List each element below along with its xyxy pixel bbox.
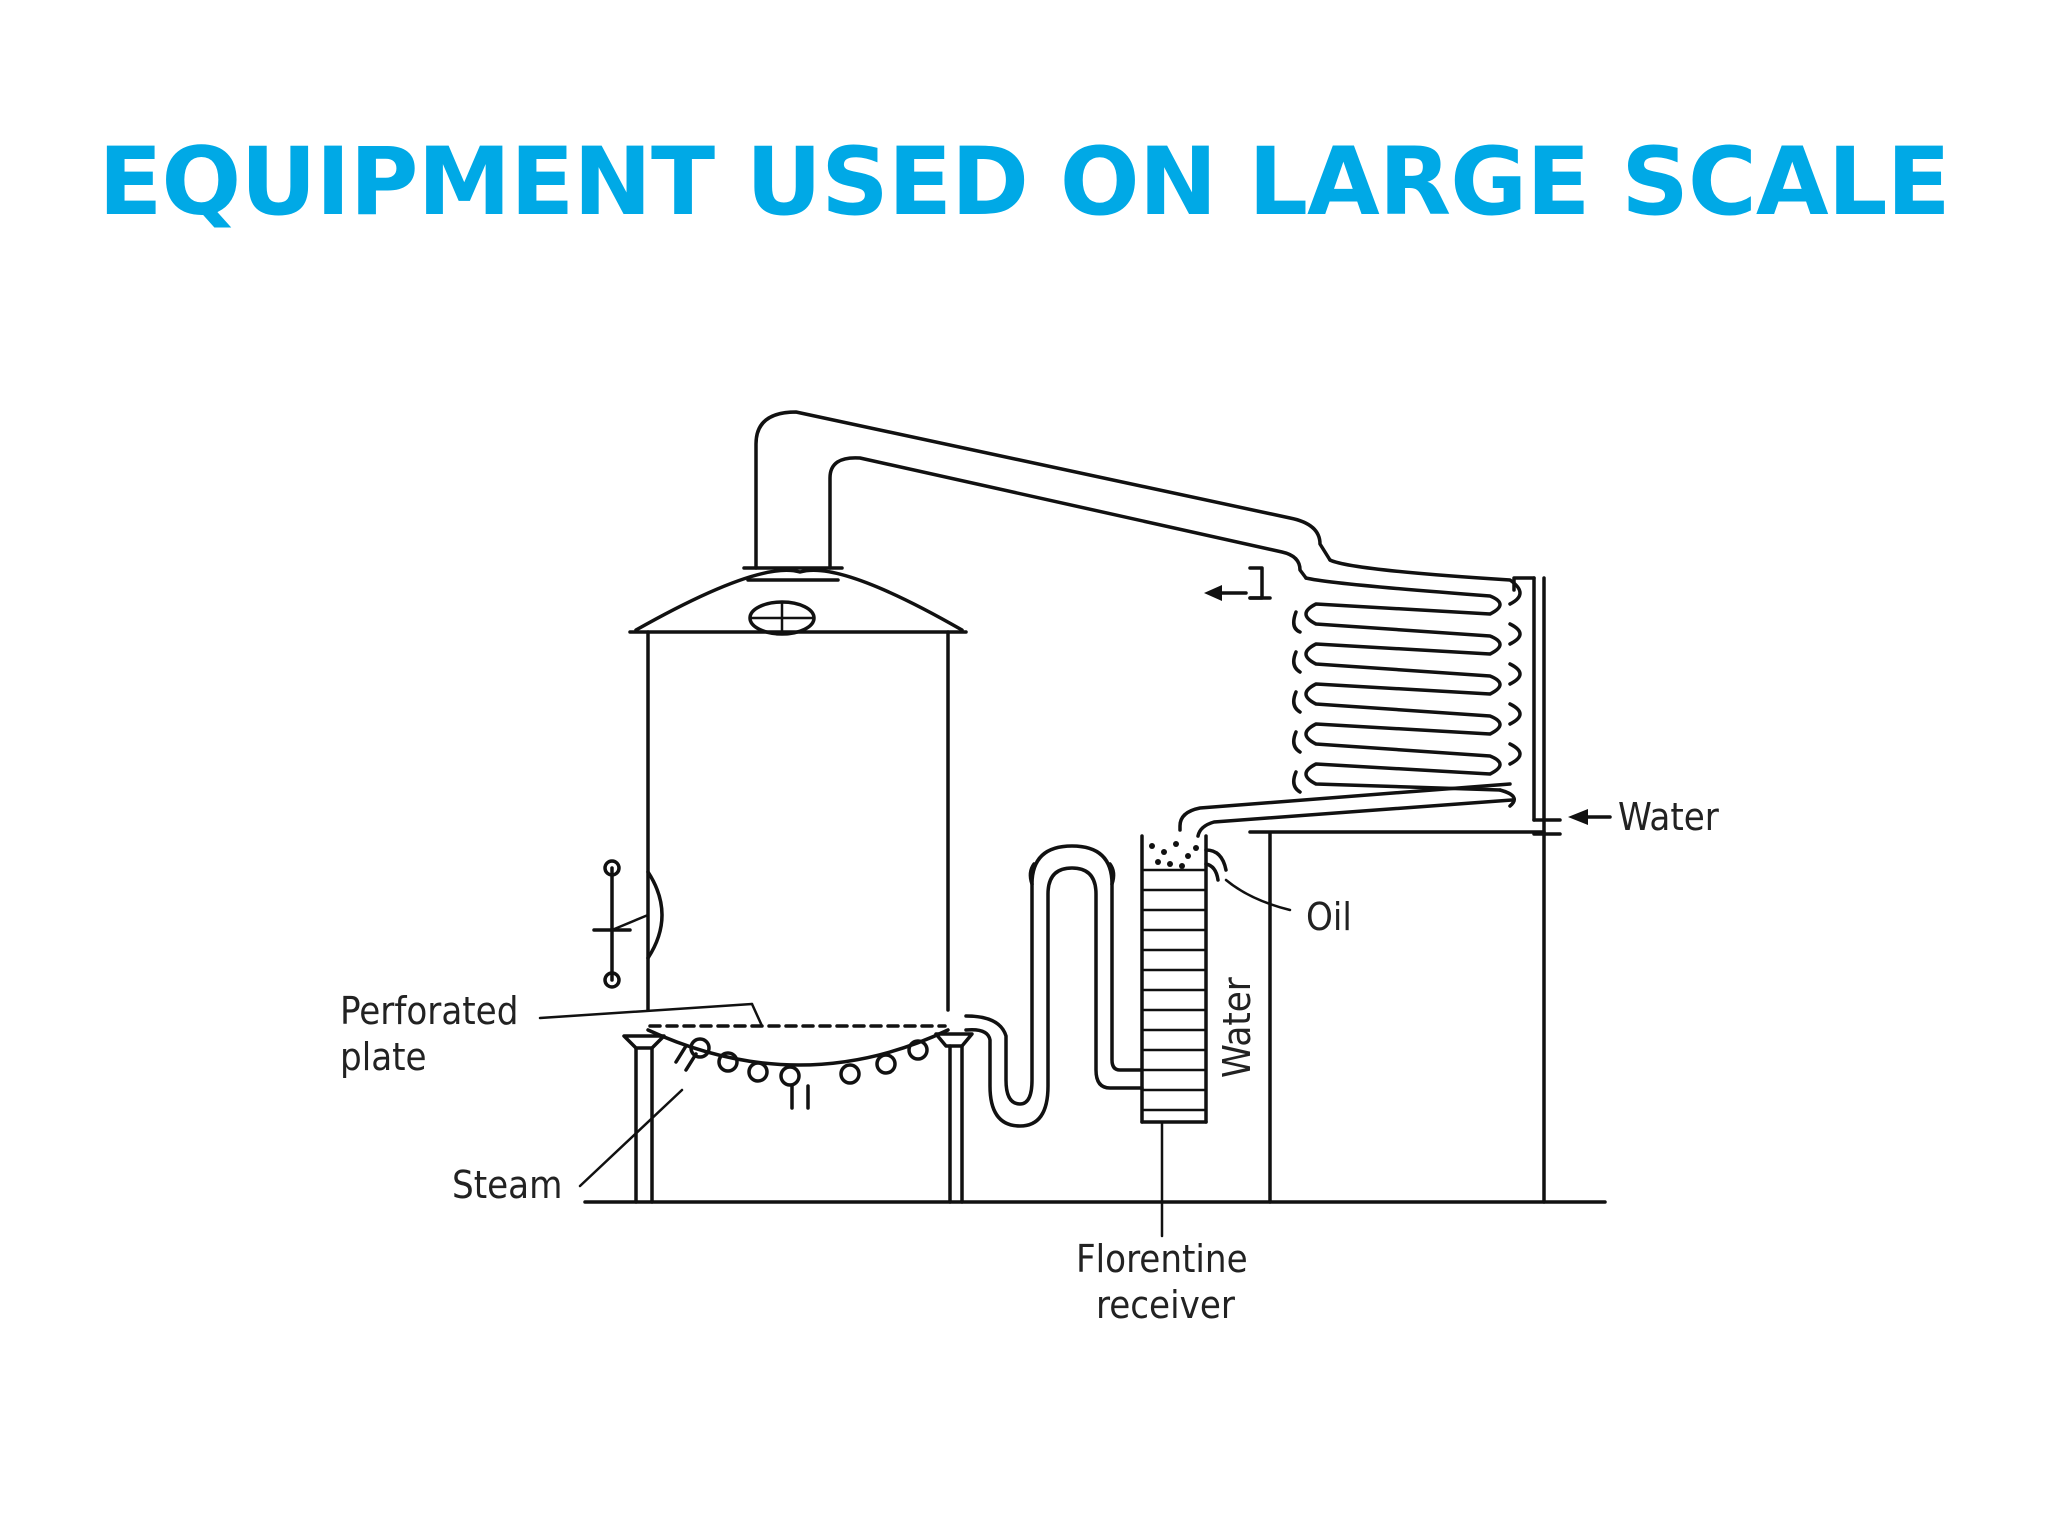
label-oil: Oil bbox=[1306, 895, 1352, 939]
slide-title: EQUIPMENT USED ON LARGE SCALE bbox=[98, 128, 1951, 237]
label-water-inlet: Water bbox=[1618, 795, 1720, 839]
still-vessel bbox=[592, 568, 974, 1204]
florentine-receiver bbox=[964, 834, 1228, 1238]
label-steam: Steam bbox=[452, 1163, 562, 1207]
label-perforated-plate-1: Perforated bbox=[340, 989, 518, 1033]
label-water-receiver: Water bbox=[1215, 976, 1259, 1078]
label-perforated-plate-2: plate bbox=[340, 1035, 427, 1079]
condenser bbox=[1178, 558, 1612, 1204]
label-florentine-1: Florentine bbox=[1076, 1237, 1248, 1281]
label-florentine-2: receiver bbox=[1096, 1283, 1236, 1327]
vapour-pipe bbox=[742, 410, 1332, 582]
